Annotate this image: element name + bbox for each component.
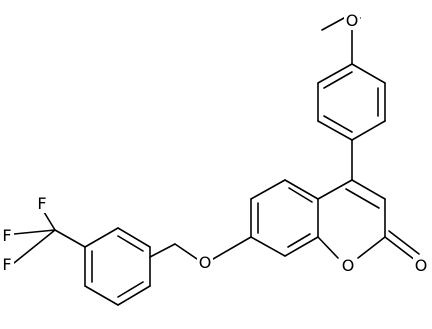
bond-line [43, 211, 56, 231]
bond-line [250, 179, 286, 200]
bond-line [323, 71, 353, 89]
bond-line [351, 179, 386, 200]
bond-line [250, 236, 286, 257]
bond-line [288, 187, 313, 203]
bond-line [117, 227, 151, 248]
bond-line [321, 17, 345, 31]
bond-line [317, 120, 353, 141]
bond-line [212, 236, 252, 260]
ring-oxygen-label: O [342, 256, 355, 275]
bond-line [323, 115, 353, 133]
bond-line [351, 120, 386, 141]
bond-line [384, 236, 416, 261]
bond-line [117, 281, 144, 298]
carbonyl-oxygen-label: O [415, 256, 428, 275]
bond-line [54, 229, 86, 248]
bond-line [357, 236, 386, 259]
fluorine-3-label: F [2, 255, 11, 274]
bond-lines [13, 17, 420, 306]
bond-line [287, 233, 311, 248]
bond-line [317, 236, 339, 259]
bond-line [284, 236, 319, 257]
bond-line [388, 230, 420, 255]
atom-labels: O O O O F F F [0, 10, 429, 275]
ether-oxygen-label: O [199, 253, 212, 272]
bond-line [13, 229, 56, 264]
fluorine-1-label: F [37, 194, 46, 213]
methoxy-oxygen-label: O [346, 11, 359, 30]
bond-line [351, 63, 386, 84]
bond-line [345, 188, 380, 209]
bond-line [149, 243, 176, 258]
bond-line [174, 243, 198, 260]
fluorine-2-label: F [2, 226, 11, 245]
bond-line [13, 229, 56, 235]
bond-line [117, 285, 151, 306]
bond-line [117, 235, 144, 252]
bond-line [284, 179, 319, 200]
bond-line [84, 227, 119, 248]
bond-line [84, 285, 119, 306]
bond-line [317, 63, 353, 84]
bond-line [317, 179, 353, 200]
